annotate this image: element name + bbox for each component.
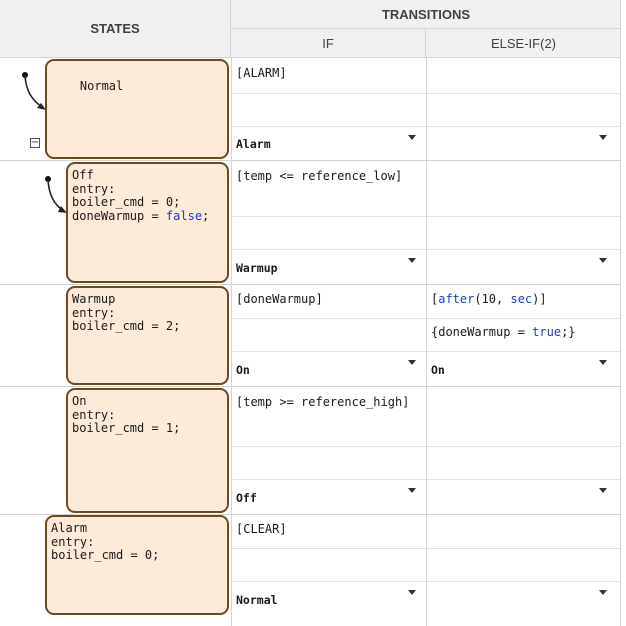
if-destination-dropdown[interactable]: Warmup	[232, 250, 426, 284]
dropdown-caret-icon	[599, 488, 607, 493]
state-box-off[interactable]: Off entry: boiler_cmd = 0; doneWarmup = …	[66, 162, 229, 283]
row-divider	[0, 386, 621, 387]
state-entry-action: boiler_cmd = 0;	[51, 548, 160, 562]
if-condition[interactable]: [temp <= reference_low]	[236, 169, 403, 183]
dropdown-caret-icon	[599, 258, 607, 263]
state-row-warmup: Warmup entry: boiler_cmd = 2;	[0, 284, 231, 386]
dropdown-caret-icon	[408, 258, 416, 263]
row-divider	[0, 514, 621, 515]
if-condition[interactable]: [CLEAR]	[236, 522, 287, 536]
cell-divider	[232, 351, 620, 352]
state-entry-label: entry:	[72, 181, 116, 196]
state-name: Normal	[79, 78, 124, 93]
if-destination-dropdown[interactable]: Alarm	[232, 127, 426, 160]
column-divider-if	[426, 58, 427, 626]
states-column-header: STATES	[0, 0, 231, 58]
transitions-column-header: TRANSITIONS	[231, 0, 621, 29]
destination-label: On	[236, 363, 250, 377]
cell-divider	[232, 249, 620, 250]
dropdown-caret-icon	[599, 135, 607, 140]
cell-divider	[232, 446, 620, 447]
state-name: Alarm	[51, 521, 88, 535]
cell-divider	[232, 93, 620, 94]
else-if-destination-dropdown[interactable]: On	[427, 352, 620, 386]
if-destination-dropdown[interactable]: On	[232, 352, 426, 386]
state-entry-action: doneWarmup = false;	[72, 208, 210, 223]
state-entry-action: boiler_cmd = 0;	[72, 195, 181, 209]
state-box-alarm[interactable]: Alarm entry: boiler_cmd = 0;	[45, 515, 229, 615]
column-divider-right	[620, 0, 621, 626]
destination-label: On	[431, 363, 445, 377]
destination-label: Alarm	[236, 137, 271, 151]
dropdown-caret-icon	[408, 590, 416, 595]
else-if-destination-dropdown[interactable]	[427, 250, 620, 284]
else-if-destination-dropdown[interactable]	[427, 582, 620, 616]
cell-divider	[232, 318, 620, 319]
if-destination-dropdown[interactable]: Off	[232, 480, 426, 514]
else-if-destination-dropdown[interactable]	[427, 480, 620, 514]
state-box-normal[interactable]: Normal	[45, 59, 229, 159]
if-condition[interactable]: [doneWarmup]	[236, 292, 323, 306]
dropdown-caret-icon	[599, 360, 607, 365]
else-if-destination-dropdown[interactable]	[427, 127, 620, 160]
if-column-header: IF	[231, 29, 426, 58]
state-box-on[interactable]: On entry: boiler_cmd = 1;	[66, 388, 229, 513]
cell-divider	[232, 479, 620, 480]
keyword-true: true	[532, 325, 562, 339]
row-divider	[0, 284, 621, 285]
default-transition-arrow-icon	[22, 72, 46, 110]
if-condition[interactable]: [ALARM]	[236, 66, 287, 80]
dropdown-caret-icon	[599, 590, 607, 595]
keyword-after: after	[438, 292, 475, 306]
else-if-action[interactable]: {doneWarmup = true;}	[431, 325, 576, 339]
cell-divider	[232, 216, 620, 217]
dropdown-caret-icon	[408, 488, 416, 493]
state-entry-label: entry:	[72, 305, 116, 320]
state-box-warmup[interactable]: Warmup entry: boiler_cmd = 2;	[66, 286, 229, 385]
state-entry-action: boiler_cmd = 1;	[72, 421, 181, 435]
state-name: Off	[72, 168, 94, 182]
default-transition-arrow-icon	[45, 176, 67, 213]
state-row-normal: − Normal	[0, 58, 231, 160]
state-name: On	[72, 394, 87, 408]
state-row-on: On entry: boiler_cmd = 1;	[0, 386, 231, 514]
if-condition[interactable]: [temp >= reference_high]	[236, 395, 410, 409]
row-divider	[0, 160, 621, 161]
if-destination-dropdown[interactable]: Normal	[232, 582, 426, 616]
cell-divider	[232, 126, 620, 127]
state-entry-label: entry:	[72, 407, 116, 422]
else-if-column-header: ELSE-IF(2)	[426, 29, 621, 58]
collapse-minus-icon[interactable]: −	[30, 137, 40, 148]
keyword-sec: sec	[510, 292, 533, 306]
state-row-off: Off entry: boiler_cmd = 0; doneWarmup = …	[0, 160, 231, 284]
dropdown-caret-icon	[408, 360, 416, 365]
column-divider-states	[231, 58, 232, 626]
destination-label: Warmup	[236, 261, 278, 275]
state-name: Warmup	[72, 292, 116, 306]
destination-label: Normal	[236, 593, 278, 607]
cell-divider	[232, 548, 620, 549]
state-entry-action: boiler_cmd = 2;	[72, 319, 181, 333]
dropdown-caret-icon	[408, 135, 416, 140]
else-if-condition[interactable]: [after(10, sec)]	[431, 292, 547, 306]
cell-divider	[232, 581, 620, 582]
state-entry-label: entry:	[51, 534, 95, 549]
state-row-alarm: Alarm entry: boiler_cmd = 0;	[0, 514, 231, 616]
destination-label: Off	[236, 491, 257, 505]
keyword-false: false	[165, 208, 203, 223]
